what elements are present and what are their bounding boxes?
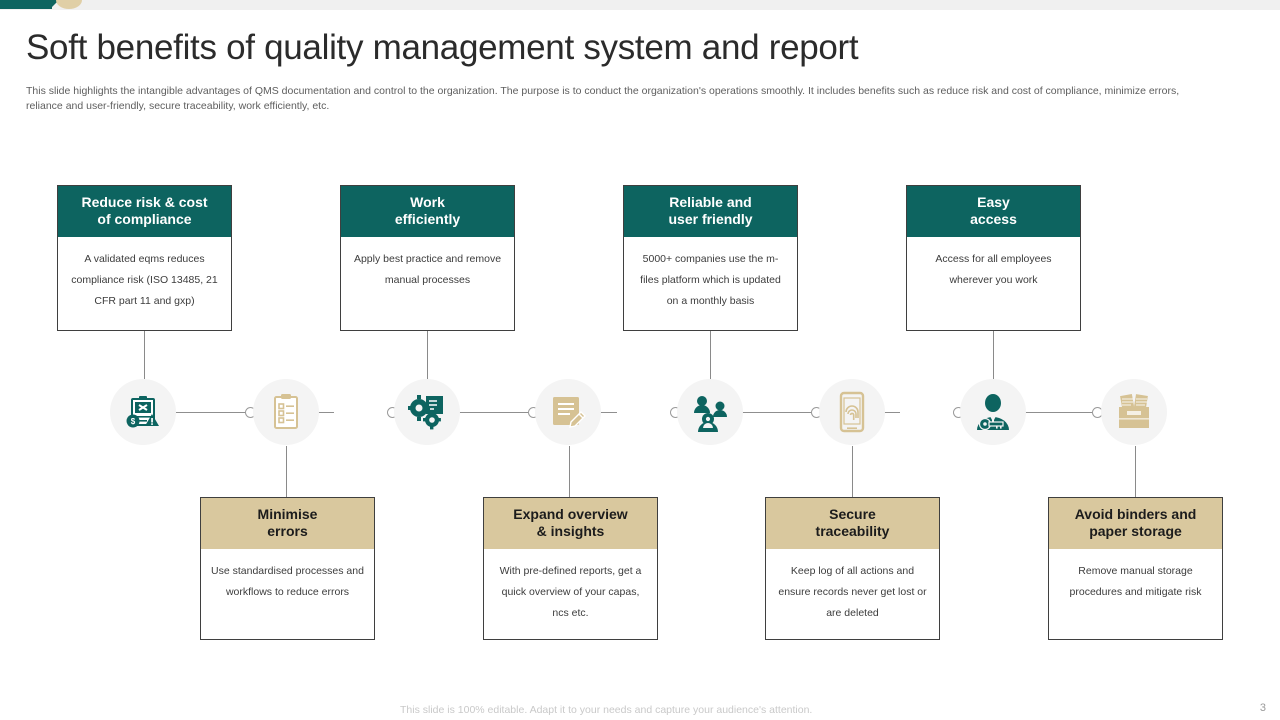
bottom-card-3-title-line2: traceability [815,523,890,539]
mobile-fingerprint-icon [838,391,866,433]
top-teal-bar [0,0,52,9]
top-card-4[interactable]: Easy access Access for all employees whe… [906,185,1081,331]
stem-top-4 [993,331,994,379]
page-title: Soft benefits of quality management syst… [26,28,859,67]
top-card-3[interactable]: Reliable and user friendly 5000+ compani… [623,185,798,331]
top-card-1[interactable]: Reduce risk & cost of compliance A valid… [57,185,232,331]
timeline-icon-6[interactable] [819,379,885,445]
gears-document-icon [406,392,448,432]
top-card-2-header: Work efficiently [341,186,514,237]
bottom-card-2[interactable]: Expand overview & insights With pre-defi… [483,497,658,640]
stem-bottom-3 [852,446,853,497]
clipboard-risk-cost-icon: $ [123,392,163,432]
person-key-icon [971,392,1015,432]
page-number: 3 [1259,702,1266,714]
top-card-3-body: 5000+ companies use the m-files platform… [640,253,781,307]
bottom-card-1-header: Minimise errors [201,498,374,549]
bottom-card-1-title-line2: errors [267,523,308,539]
stem-bottom-4 [1135,446,1136,497]
top-card-4-title-line1: Easy [977,194,1010,210]
stem-bottom-1 [286,446,287,497]
bottom-card-3-body: Keep log of all actions and ensure recor… [778,565,927,619]
stem-top-3 [710,331,711,379]
timeline-segment-5 [742,412,816,413]
top-teal-wedge [50,0,59,9]
stem-bottom-2 [569,446,570,497]
top-card-1-title-line2: of compliance [97,211,192,227]
top-card-1-title-line1: Reduce risk & cost [81,194,208,210]
top-card-2[interactable]: Work efficiently Apply best practice and… [340,185,515,331]
document-pencil-icon [548,392,588,432]
top-card-3-title-line1: Reliable and [669,194,752,210]
timeline-icon-2[interactable] [253,379,319,445]
bottom-card-4-body: Remove manual storage procedures and mit… [1069,565,1202,598]
top-tan-accent [56,0,82,9]
bottom-card-4[interactable]: Avoid binders and paper storage Remove m… [1048,497,1223,640]
bottom-card-3-title-line1: Secure [829,506,876,522]
bottom-card-4-title-line1: Avoid binders and [1074,506,1197,522]
bottom-card-1[interactable]: Minimise errors Use standardised process… [200,497,375,640]
bottom-card-2-title-line1: Expand overview [513,506,628,522]
top-card-2-title-line1: Work [410,194,445,210]
timeline-icon-4[interactable] [535,379,601,445]
page-subtitle: This slide highlights the intangible adv… [26,85,1180,112]
file-box-icon [1114,393,1154,431]
stem-top-2 [427,331,428,379]
bottom-card-1-body: Use standardised processes and workflows… [211,565,364,598]
bottom-card-2-header: Expand overview & insights [484,498,657,549]
top-card-4-header: Easy access [907,186,1080,237]
top-card-2-title-line2: efficiently [394,211,461,227]
top-card-4-title-line2: access [970,211,1017,227]
bottom-card-3[interactable]: Secure traceability Keep log of all acti… [765,497,940,640]
people-group-icon [689,392,731,432]
timeline-icon-3[interactable] [394,379,460,445]
timeline-segment-7 [1025,412,1098,413]
checklist-clipboard-icon [268,392,304,432]
top-card-4-body: Access for all employees wherever you wo… [935,253,1052,286]
bottom-card-4-header: Avoid binders and paper storage [1049,498,1222,549]
bottom-card-2-title-line2: & insights [536,523,605,539]
footer-note: This slide is 100% editable. Adapt it to… [400,704,813,716]
top-gray-strip [0,0,1280,10]
bottom-card-1-title-line1: Minimise [257,506,318,522]
top-card-1-body: A validated eqms reduces compliance risk… [71,253,218,307]
timeline-icon-8[interactable] [1101,379,1167,445]
timeline-segment-3 [459,412,533,413]
top-card-3-title-line2: user friendly [668,211,753,227]
svg-text:$: $ [131,417,136,426]
bottom-card-3-header: Secure traceability [766,498,939,549]
bottom-card-2-body: With pre-defined reports, get a quick ov… [499,565,642,619]
timeline-icon-5[interactable] [677,379,743,445]
bottom-card-4-title-line2: paper storage [1089,523,1182,539]
top-card-3-header: Reliable and user friendly [624,186,797,237]
timeline-icon-7[interactable] [960,379,1026,445]
timeline-icon-1[interactable]: $ [110,379,176,445]
top-card-1-header: Reduce risk & cost of compliance [58,186,231,237]
stem-top-1 [144,331,145,379]
top-card-2-body: Apply best practice and remove manual pr… [353,253,502,286]
timeline-segment-1 [176,412,251,413]
